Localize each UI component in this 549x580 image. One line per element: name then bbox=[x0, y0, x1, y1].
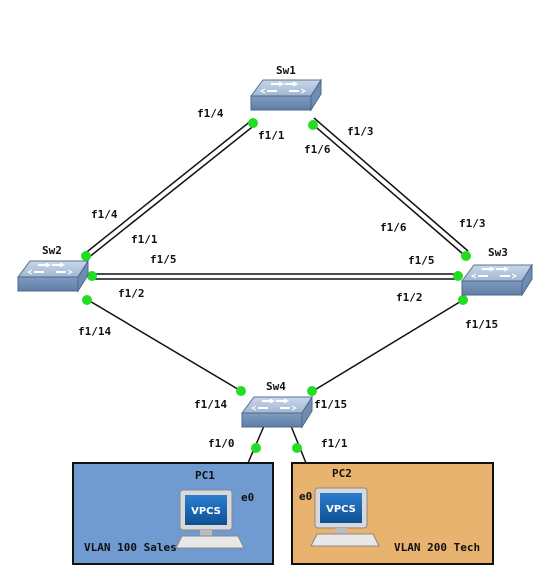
sw4-label: Sw4 bbox=[266, 380, 286, 393]
switch-icon[interactable] bbox=[250, 79, 322, 111]
status-dot bbox=[307, 386, 317, 396]
port-label: f1/4 bbox=[197, 107, 224, 120]
status-dot bbox=[81, 251, 91, 261]
port-label: f1/14 bbox=[194, 398, 227, 411]
port-label: e0 bbox=[241, 491, 254, 504]
pc2-label: PC2 bbox=[332, 467, 352, 480]
port-label: f1/4 bbox=[91, 208, 118, 221]
vlan-sales-label: VLAN 100 Sales bbox=[84, 541, 177, 554]
link-status-dots bbox=[81, 118, 471, 453]
link-sw1-sw2-a bbox=[82, 119, 253, 256]
port-label: e0 bbox=[299, 490, 312, 503]
switch-icon[interactable] bbox=[241, 396, 313, 428]
status-dot bbox=[461, 251, 471, 261]
status-dot bbox=[308, 120, 318, 130]
port-label: f1/0 bbox=[208, 437, 235, 450]
pc1-vpcs-icon[interactable]: VPCS bbox=[175, 489, 245, 549]
port-label: f1/2 bbox=[396, 291, 423, 304]
status-dot bbox=[458, 295, 468, 305]
port-label: f1/6 bbox=[304, 143, 331, 156]
port-label: f1/1 bbox=[258, 129, 285, 142]
switch-icon[interactable] bbox=[17, 260, 89, 292]
link-sw2-sw4 bbox=[87, 299, 242, 392]
port-label: f1/15 bbox=[314, 398, 347, 411]
vlan-tech-label: VLAN 200 Tech bbox=[394, 541, 480, 554]
port-label: f1/1 bbox=[131, 233, 158, 246]
link-sw1-sw2-b bbox=[87, 123, 257, 259]
link-sw1-sw3-b bbox=[313, 117, 469, 252]
port-label: f1/1 bbox=[321, 437, 348, 450]
status-dot bbox=[292, 443, 302, 453]
status-dot bbox=[82, 295, 92, 305]
port-label: f1/3 bbox=[459, 217, 486, 230]
port-label: f1/5 bbox=[408, 254, 435, 267]
pc2-vpcs-icon[interactable]: VPCS bbox=[310, 487, 380, 547]
pc1-label: PC1 bbox=[195, 469, 215, 482]
vpcs-label: VPCS bbox=[191, 506, 221, 517]
link-sw3-sw4 bbox=[312, 299, 464, 392]
status-dot bbox=[453, 271, 463, 281]
sw1-label: Sw1 bbox=[276, 64, 296, 77]
sw2-label: Sw2 bbox=[42, 244, 62, 257]
status-dot bbox=[236, 386, 246, 396]
sw3-label: Sw3 bbox=[488, 246, 508, 259]
status-dot bbox=[87, 271, 97, 281]
port-label: f1/5 bbox=[150, 253, 177, 266]
port-label: f1/2 bbox=[118, 287, 145, 300]
port-label: f1/3 bbox=[347, 125, 374, 138]
port-label: f1/6 bbox=[380, 221, 407, 234]
links bbox=[82, 117, 469, 464]
port-label: f1/14 bbox=[78, 325, 111, 338]
link-sw1-sw3-a bbox=[309, 121, 464, 255]
status-dot bbox=[248, 118, 258, 128]
switch-icon[interactable] bbox=[461, 264, 533, 296]
port-label: f1/15 bbox=[465, 318, 498, 331]
status-dot bbox=[251, 443, 261, 453]
vpcs-label: VPCS bbox=[326, 504, 356, 515]
